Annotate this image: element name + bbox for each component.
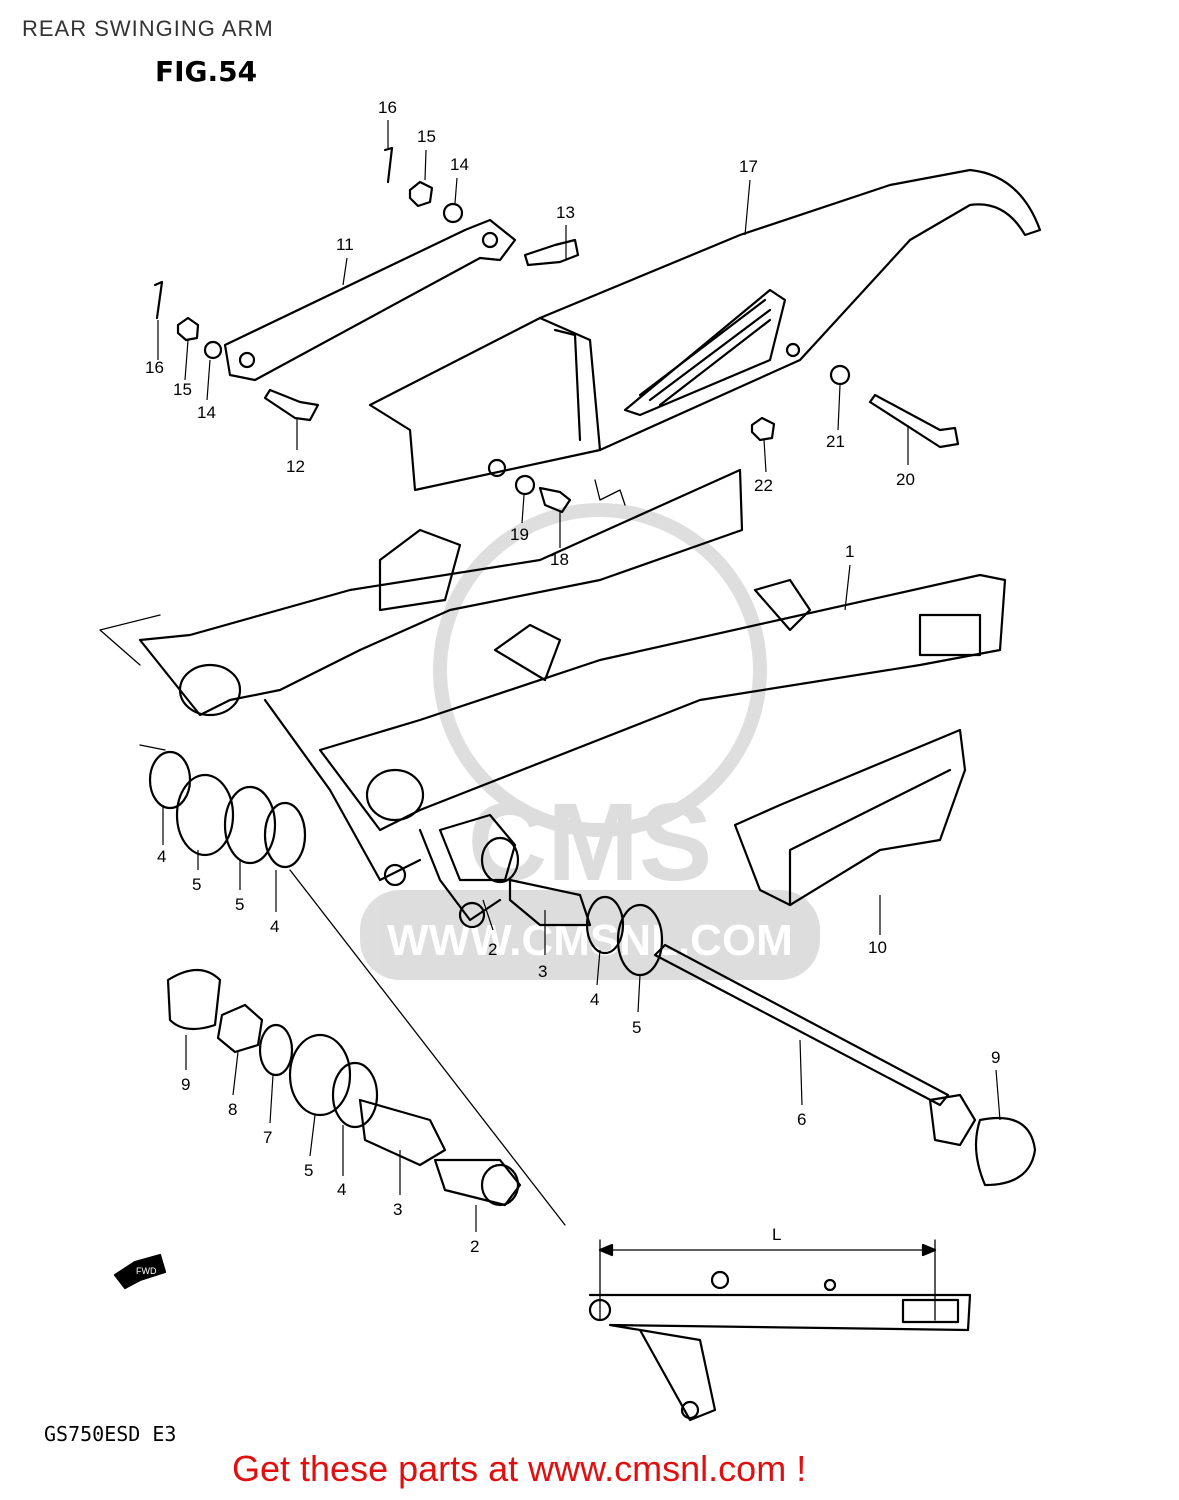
callout-9: 9 xyxy=(181,1075,190,1094)
chain-guide xyxy=(733,728,967,907)
callout-4: 4 xyxy=(157,847,166,866)
callout-4: 4 xyxy=(270,917,279,936)
callout-20: 20 xyxy=(896,470,915,489)
bolt-13 xyxy=(523,238,580,267)
callout-6: 6 xyxy=(797,1110,806,1129)
swing-arm xyxy=(138,468,1007,929)
callout-14: 14 xyxy=(450,155,469,174)
bearing-5b xyxy=(223,785,277,865)
fwd-label: FWD xyxy=(136,1266,157,1276)
callout-3: 3 xyxy=(393,1200,402,1219)
swing-arm-profile xyxy=(588,1239,972,1422)
figure-label: FIG.54 xyxy=(155,55,258,88)
nut-15a xyxy=(408,180,434,208)
callout-21: 21 xyxy=(826,432,845,451)
callout-22: 22 xyxy=(754,476,773,495)
nut-8 xyxy=(216,1003,264,1054)
washer-5a xyxy=(175,773,235,857)
washer-14a xyxy=(442,202,464,224)
seal-4d xyxy=(331,1061,379,1129)
callout-5: 5 xyxy=(192,875,201,894)
bolt-18 xyxy=(538,486,572,514)
bearing-2b xyxy=(433,1158,522,1207)
callout-15: 15 xyxy=(173,380,192,399)
washer-4c xyxy=(585,895,625,955)
washer-14b xyxy=(203,340,223,360)
pivot-axle xyxy=(653,943,977,1147)
callout-7: 7 xyxy=(263,1128,272,1147)
torque-link xyxy=(223,218,517,382)
callout-17: 17 xyxy=(739,157,758,176)
fwd-arrow: FWD xyxy=(113,1253,167,1290)
callout-11: 11 xyxy=(336,235,354,254)
seal-4a xyxy=(148,750,192,810)
callout-12: 12 xyxy=(286,457,305,476)
callout-5: 5 xyxy=(632,1018,641,1037)
watermark-brand: CMS xyxy=(468,781,712,904)
cotter-pin-16a xyxy=(383,146,394,184)
washer-19 xyxy=(514,474,536,496)
callout-18: 18 xyxy=(550,550,569,569)
page-title: REAR SWINGING ARM xyxy=(22,16,274,41)
washer-21 xyxy=(829,364,851,386)
callout-15: 15 xyxy=(417,127,436,146)
leader-lines xyxy=(157,120,1001,1232)
bolt-20 xyxy=(868,393,960,449)
nut-15b xyxy=(176,316,200,342)
callout-16: 16 xyxy=(145,358,164,377)
callout-16: 16 xyxy=(378,98,397,117)
spacer-3b xyxy=(358,1098,447,1167)
dimension-label: L xyxy=(772,1225,781,1244)
callout-5: 5 xyxy=(235,895,244,914)
bearing-5d xyxy=(288,1033,352,1117)
cap-9a xyxy=(974,1116,1037,1187)
model-code: GS750ESD E3 xyxy=(44,1422,177,1446)
callout-2: 2 xyxy=(488,940,497,959)
washer-7 xyxy=(258,1023,294,1077)
callout-2: 2 xyxy=(470,1237,479,1256)
callout-4: 4 xyxy=(337,1180,346,1199)
bearing-2 xyxy=(438,813,517,882)
callout-9: 9 xyxy=(991,1048,1000,1067)
callout-labels: 1 2 3 4 5 4 4 5 5 4 2 3 5 6 7 8 9 9 10 1… xyxy=(145,98,1000,1256)
callout-3: 3 xyxy=(538,962,547,981)
seal-4b xyxy=(263,801,307,869)
callout-4: 4 xyxy=(590,990,599,1009)
cotter-pin-16b xyxy=(153,280,164,320)
spacer-3 xyxy=(508,878,592,927)
callout-5: 5 xyxy=(304,1161,313,1180)
callout-19: 19 xyxy=(510,525,529,544)
callout-10: 10 xyxy=(868,938,887,957)
cta-link[interactable]: Get these parts at www.cmsnl.com ! xyxy=(232,1448,807,1489)
chain-case xyxy=(368,168,1042,492)
callout-1: 1 xyxy=(845,542,854,561)
callout-13: 13 xyxy=(556,203,575,222)
callout-14: 14 xyxy=(197,403,216,422)
callout-8: 8 xyxy=(228,1100,237,1119)
nut-22 xyxy=(750,416,776,442)
bolt-12 xyxy=(263,388,320,422)
cap-9b xyxy=(166,968,222,1031)
